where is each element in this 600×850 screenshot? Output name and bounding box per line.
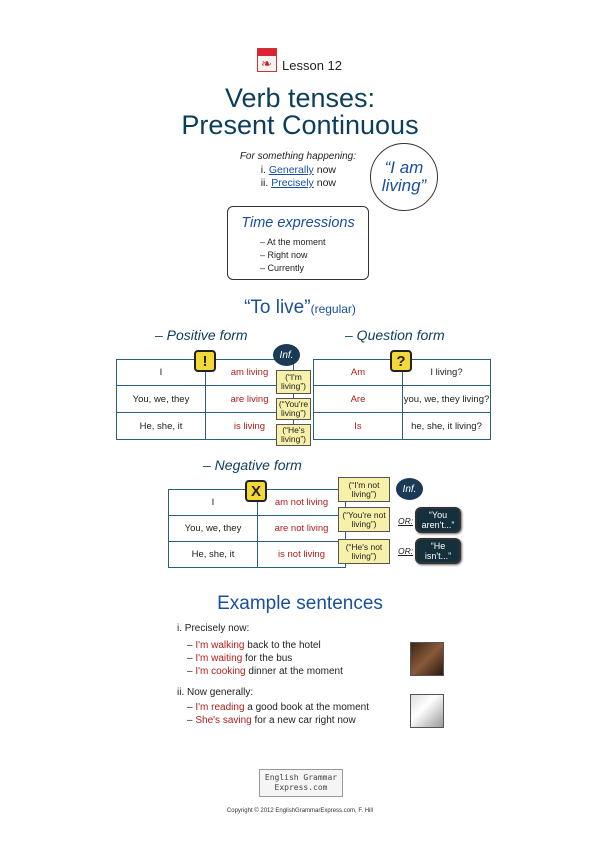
example-line: – She's saving for a new car right now: [187, 715, 356, 726]
positive-subject: I: [116, 359, 206, 386]
time-expressions-box: Time expressions – At the moment – Right…: [227, 206, 369, 280]
alt-contraction-note: “You aren't...”: [415, 507, 461, 533]
usage-item: ii. Precisely now: [216, 177, 336, 189]
usage-item-suffix: now: [313, 177, 336, 189]
example-rest: for a new car right now: [251, 715, 356, 726]
lesson-label: Lesson 12: [282, 58, 342, 73]
x-mark-icon: X: [245, 480, 267, 502]
copyright-text: Copyright © 2012 EnglishGrammarExpress.c…: [226, 808, 374, 814]
or-label: OR:: [398, 546, 414, 556]
pdf-icon: ❧: [257, 48, 277, 72]
positive-form-heading: – Positive form: [155, 327, 248, 343]
positive-subject: He, she, it: [116, 412, 206, 440]
example-line: – I'm waiting for the bus: [187, 653, 293, 664]
positive-contraction-note: (“He's living”): [276, 424, 311, 446]
example-rest: dinner at the moment: [245, 666, 343, 677]
question-rest: I living?: [402, 359, 491, 386]
example-verb: I'm cooking: [195, 666, 246, 677]
book-photo: [410, 694, 444, 728]
informal-badge: Inf.: [396, 478, 423, 500]
example-verb: I'm reading: [195, 702, 245, 713]
usage-intro: For something happening:: [239, 151, 356, 162]
negative-subject: He, she, it: [168, 541, 258, 568]
question-form-heading: – Question form: [345, 327, 445, 343]
usage-link-generally[interactable]: Generally: [268, 164, 314, 176]
usage-item-prefix: ii.: [260, 177, 272, 189]
negative-contraction-note: (“You're not living”): [338, 507, 390, 532]
example-line: – I'm reading a good book at the moment: [187, 702, 370, 713]
examples-group-label: ii. Now generally:: [177, 687, 254, 698]
question-aux: Are: [313, 385, 403, 413]
example-rest: for the bus: [242, 653, 293, 664]
negative-subject: You, we, they: [168, 515, 258, 542]
verb-note: (regular): [310, 302, 356, 316]
verb-heading: “To live”(regular): [0, 297, 600, 319]
question-rest: he, she, it living?: [402, 412, 491, 440]
example-rest: back to the hotel: [244, 640, 321, 651]
usage-item-suffix: now: [313, 164, 336, 176]
example-quote-text: “I am living”: [381, 158, 427, 195]
example-rest: a good book at the moment: [244, 702, 370, 713]
negative-form-heading: – Negative form: [203, 457, 302, 473]
time-expressions-title: Time expressions: [241, 215, 355, 231]
time-expression-item: – At the moment: [260, 237, 326, 247]
negative-contraction-note: (“He's not living”): [338, 539, 390, 564]
example-verb: I'm walking: [195, 640, 245, 651]
examples-group-label: i. Precisely now:: [177, 623, 250, 634]
positive-contraction-note: (“I'm living”): [276, 370, 311, 394]
alt-contraction-note: “He isn't...”: [415, 538, 461, 564]
negative-verb: are not living: [257, 515, 346, 542]
example-verb: She's saving: [195, 715, 252, 726]
page-title-line2: Present Continuous: [181, 110, 419, 140]
examples-heading: Example sentences: [217, 593, 383, 614]
question-aux: Am: [313, 359, 403, 386]
example-quote-bubble: “I am living”: [370, 143, 438, 211]
negative-contraction-note: (“I'm not living”): [338, 477, 390, 502]
example-line: – I'm cooking dinner at the moment: [187, 666, 343, 677]
negative-verb: am not living: [257, 489, 346, 516]
usage-item: i. Generally now: [216, 164, 336, 176]
time-expression-item: – Currently: [260, 263, 305, 273]
usage-item-prefix: i.: [260, 164, 269, 176]
page-title-line1: Verb tenses:: [224, 83, 376, 113]
usage-link-precisely[interactable]: Precisely: [271, 177, 314, 189]
site-logo[interactable]: English Grammar Express.com: [259, 769, 343, 797]
negative-verb: is not living: [257, 541, 346, 568]
question-rest: you, we, they living?: [402, 385, 491, 413]
or-label: OR:: [398, 516, 414, 526]
example-verb: I'm waiting: [195, 653, 243, 664]
exclamation-icon: !: [194, 350, 216, 372]
verb-name: “To live”: [244, 297, 311, 318]
example-line: – I'm walking back to the hotel: [187, 640, 321, 651]
time-expression-item: – Right now: [260, 250, 308, 260]
question-aux: Is: [313, 412, 403, 440]
positive-contraction-note: (“You're living”): [276, 398, 311, 420]
informal-badge: Inf.: [273, 344, 300, 366]
positive-subject: You, we, they: [116, 385, 206, 413]
question-mark-icon: ?: [390, 350, 412, 372]
cooking-photo: [410, 642, 444, 676]
